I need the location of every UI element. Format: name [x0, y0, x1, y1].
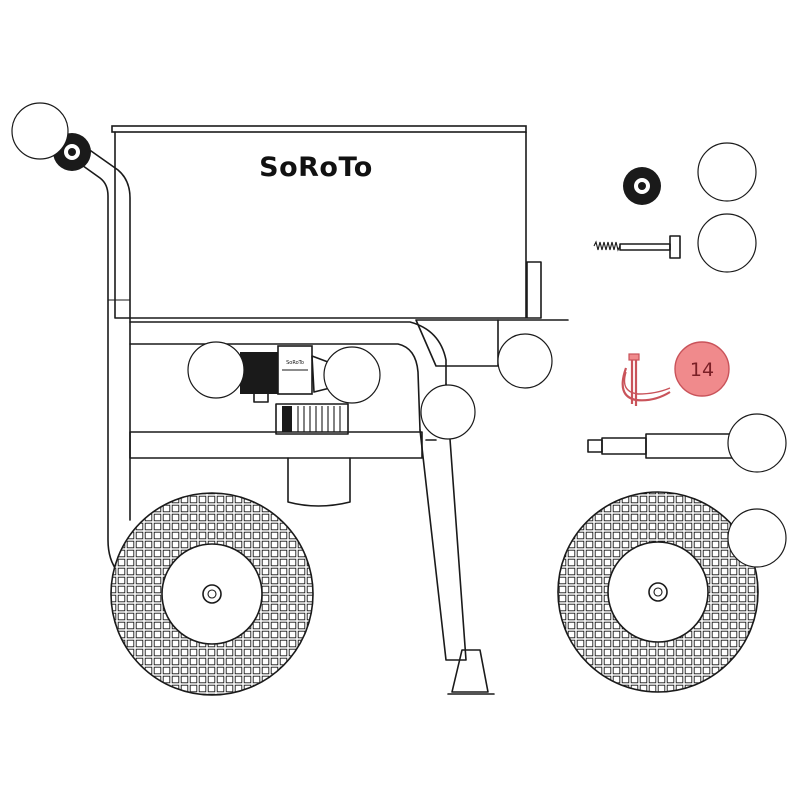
callout-8[interactable]: [727, 413, 787, 473]
callout-14[interactable]: 14: [674, 341, 730, 397]
axle-icon: [587, 433, 739, 459]
callouts: 14: [11, 102, 787, 568]
lynch-pin-icon: [621, 353, 671, 406]
bushing-icon: [623, 167, 661, 205]
callout-6[interactable]: [697, 142, 757, 202]
motor-assembly: SoRoTo: [240, 345, 349, 435]
gearbox-fins: [275, 403, 349, 435]
right-wheel-icon: [557, 491, 759, 693]
handle-tube: [71, 145, 131, 573]
callout-5[interactable]: [497, 333, 553, 389]
callout-9[interactable]: [727, 508, 787, 568]
callout-7[interactable]: [697, 213, 757, 273]
mixer-brand-logo: SoRoTo: [259, 152, 373, 183]
callout-3[interactable]: [323, 346, 381, 404]
mixing-tub: SoRoTo: [111, 125, 542, 319]
callout-2[interactable]: [187, 341, 245, 399]
spring-bolt-icon: [593, 235, 681, 259]
motor-brand-logo: SoRoTo: [286, 360, 304, 366]
callout-4[interactable]: [420, 384, 476, 440]
callout-1[interactable]: [11, 102, 69, 160]
main-frame: [129, 319, 569, 695]
callout-14-label: 14: [690, 359, 714, 381]
left-wheel-icon: [110, 492, 314, 696]
